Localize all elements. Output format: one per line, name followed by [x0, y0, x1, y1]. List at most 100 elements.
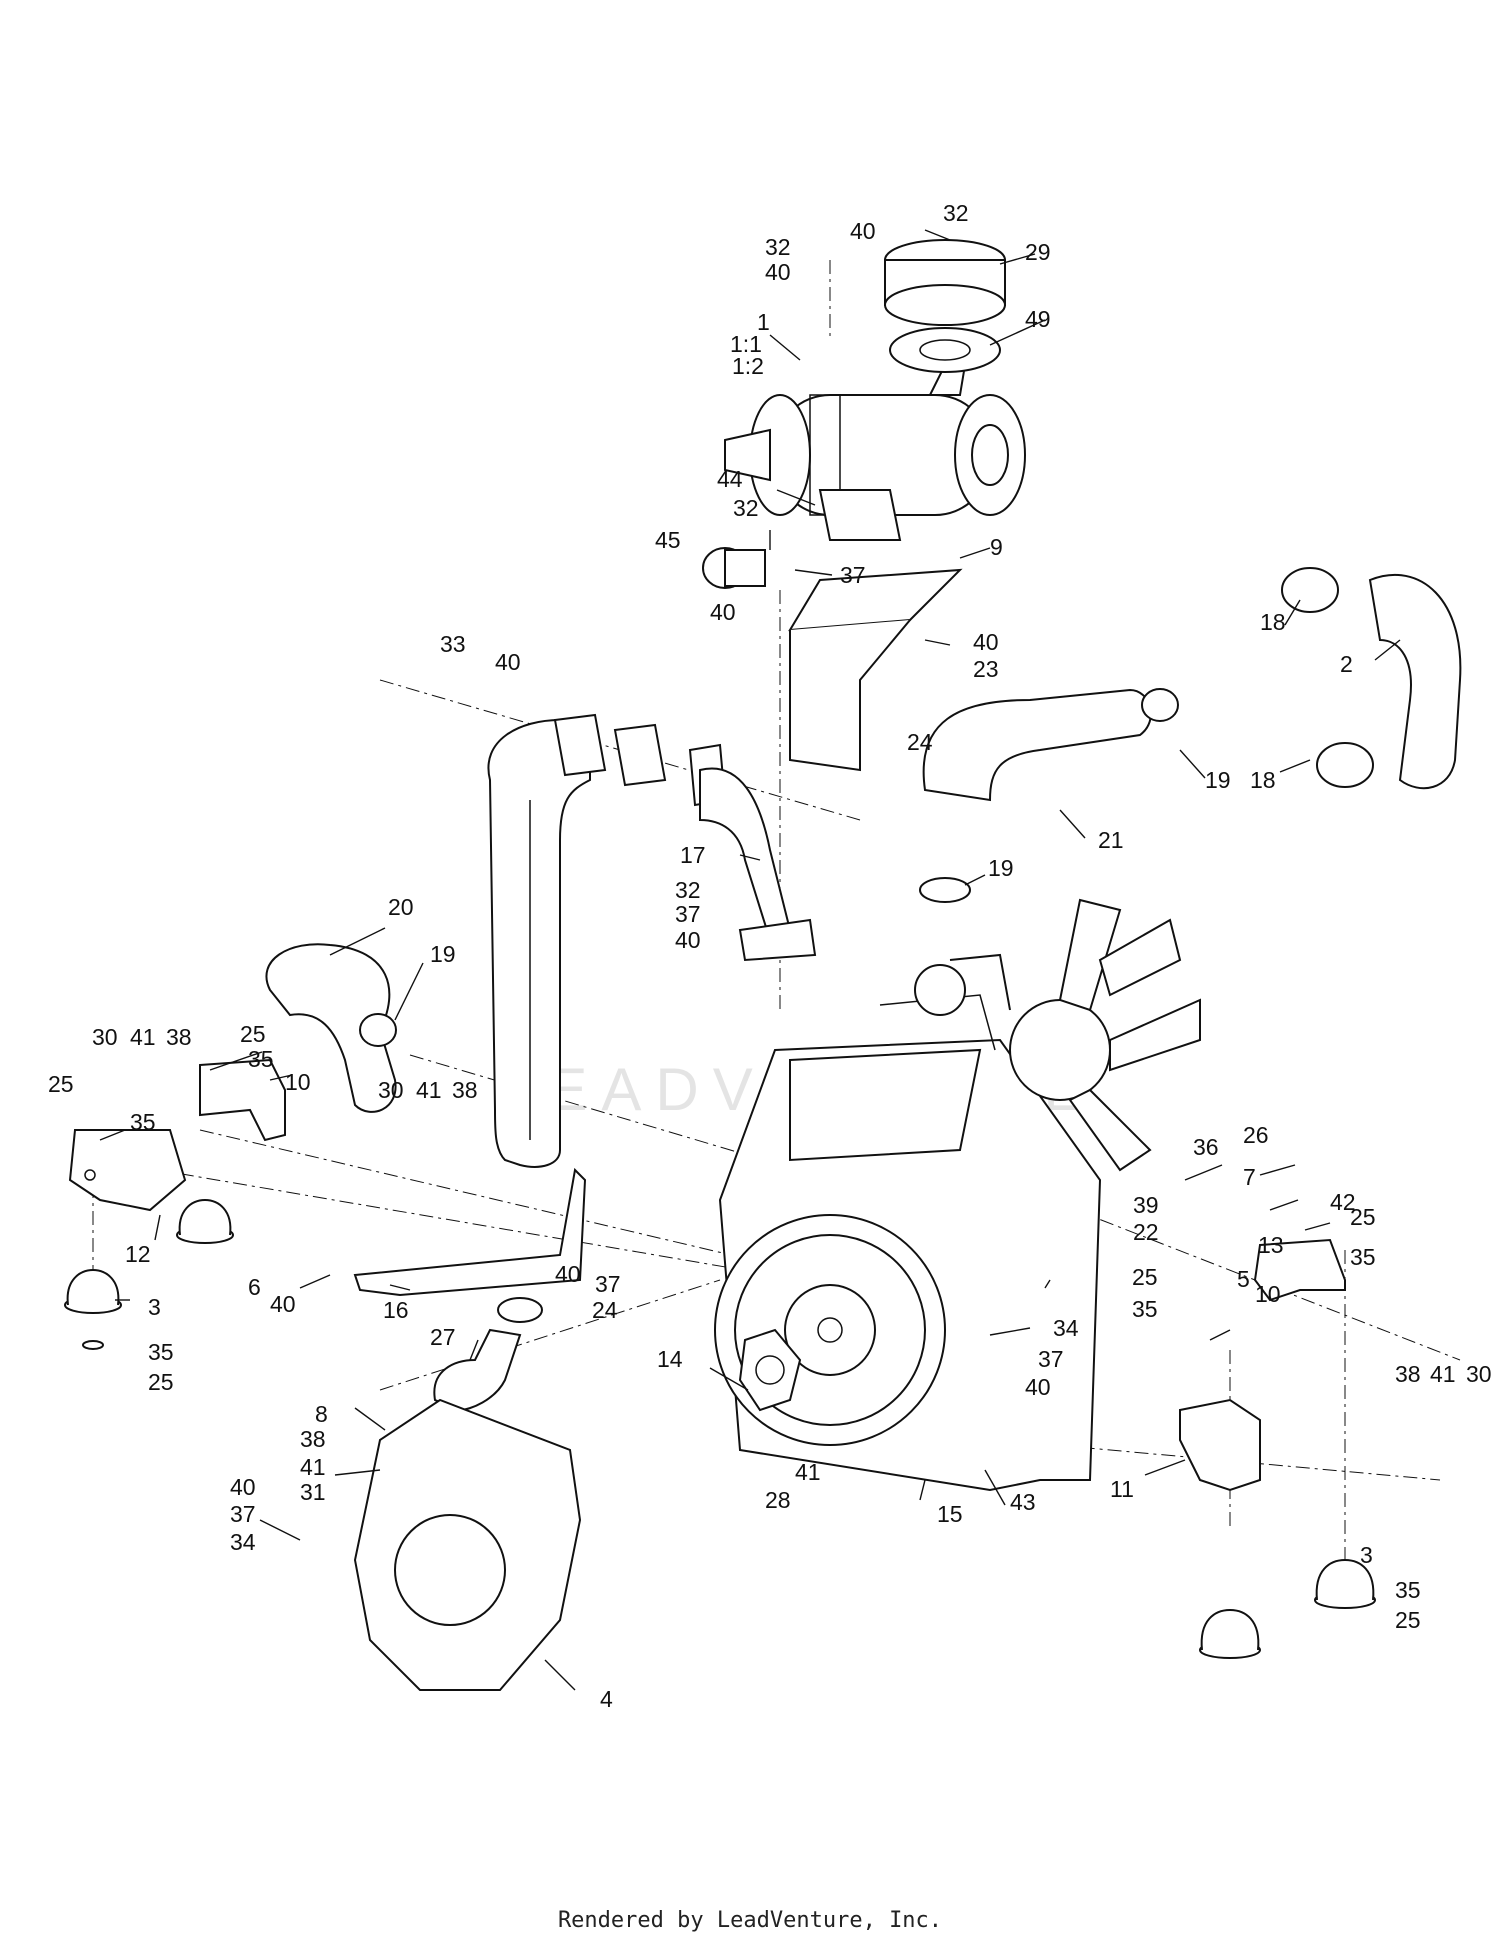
- engine-bracket-10-right: [1253, 1238, 1346, 1302]
- callout-label: 10: [285, 1069, 311, 1095]
- callout-label: 11: [1110, 1476, 1134, 1502]
- callout-label: 30: [1466, 1361, 1492, 1387]
- callout-label: 35: [130, 1109, 156, 1135]
- callout-label: 40: [555, 1261, 581, 1287]
- gasket-49: [889, 327, 1001, 373]
- callout-label: 1:1: [730, 331, 762, 357]
- callout-label: 9: [990, 534, 1003, 560]
- callout-label: 41: [130, 1024, 156, 1050]
- callout-label: 25: [48, 1071, 74, 1097]
- hose-clamp-18-bottom: [1316, 742, 1374, 788]
- callout-label: 30: [378, 1077, 404, 1103]
- callout-label: 29: [1025, 239, 1051, 265]
- callout-label: 41: [795, 1459, 821, 1485]
- iso-mount-3-left: [64, 1268, 122, 1350]
- precleaner-cap: [884, 239, 1006, 326]
- callout-label: 25: [1395, 1607, 1421, 1633]
- callout-label: 35: [148, 1339, 174, 1365]
- callout-label: 4: [600, 1686, 613, 1712]
- callout-label: 13: [1258, 1232, 1284, 1258]
- callout-label: 40: [973, 629, 999, 655]
- callout-label: 6: [248, 1274, 261, 1300]
- iso-mount-right-2: [1199, 1608, 1261, 1659]
- callout-label: 20: [388, 894, 414, 920]
- callout-label: 16: [383, 1297, 409, 1323]
- engine-bracket-11: [1179, 1398, 1261, 1492]
- callout-label: 24: [907, 729, 933, 755]
- callout-label: 10: [1255, 1281, 1281, 1307]
- callout-label: 3: [148, 1294, 161, 1320]
- coupling-14: [738, 1328, 802, 1412]
- callout-label: 14: [657, 1346, 683, 1372]
- restriction-indicator-45: [702, 547, 766, 589]
- callout-label: 36: [1193, 1134, 1219, 1160]
- callout-label: 32: [765, 234, 791, 260]
- callout-label: 21: [1098, 827, 1124, 853]
- engine-bracket-10-left: [199, 1058, 286, 1142]
- callout-label: 22: [1133, 1219, 1159, 1245]
- callout-label: 18: [1250, 767, 1276, 793]
- callout-label: 7: [1243, 1164, 1256, 1190]
- callout-label: 33: [440, 631, 466, 657]
- callout-label: 35: [1350, 1244, 1376, 1270]
- callouts: 32 40 32 40 29 1 1:1 1:2 49 44 32 45 37 …: [48, 200, 1492, 1712]
- callout-label: 38: [300, 1426, 326, 1452]
- callout-label: 41: [1430, 1361, 1456, 1387]
- elbow-27: [433, 1297, 543, 1412]
- callout-label: 3: [1360, 1542, 1373, 1568]
- callout-label: 37: [1038, 1346, 1064, 1372]
- callout-label: 19: [1205, 767, 1231, 793]
- callout-label: 41: [300, 1454, 326, 1480]
- footer-credit: Rendered by LeadVenture, Inc.: [557, 1908, 943, 1933]
- callout-label: 49: [1025, 306, 1051, 332]
- callout-label: 25: [1350, 1204, 1376, 1230]
- callout-label: 5: [1237, 1266, 1250, 1292]
- callout-label: 32: [675, 877, 701, 903]
- flywheel-housing-4: [353, 1398, 582, 1691]
- callout-label: 42: [1330, 1189, 1356, 1215]
- callout-label: 30: [92, 1024, 118, 1050]
- callout-label: 15: [937, 1501, 963, 1527]
- callout-label: 37: [230, 1501, 256, 1527]
- fan: [1009, 898, 1201, 1172]
- callout-label: 40: [710, 599, 736, 625]
- callout-label: 19: [430, 941, 456, 967]
- callout-label: 35: [1395, 1577, 1421, 1603]
- callout-label: 24: [592, 1297, 618, 1323]
- engine-bracket-16: [353, 1167, 587, 1297]
- callout-label: 12: [125, 1241, 151, 1267]
- air-cleaner: [724, 364, 1026, 516]
- intake-hose-2: [1368, 574, 1462, 790]
- leader-lines: [99, 229, 1401, 1691]
- callout-label: 23: [973, 656, 999, 682]
- callout-label: 40: [850, 218, 876, 244]
- callout-label: 37: [675, 901, 701, 927]
- callout-label: 25: [1132, 1264, 1158, 1290]
- iso-mount-left-2: [176, 1198, 234, 1244]
- callout-label: 35: [1132, 1296, 1158, 1322]
- callout-label: 26: [1243, 1122, 1269, 1148]
- hose-clamp-18-top: [1281, 567, 1339, 613]
- callout-label: 25: [148, 1369, 174, 1395]
- callout-label: 35: [248, 1046, 274, 1072]
- flywheel: [714, 1214, 946, 1446]
- callout-label: 25: [240, 1021, 266, 1047]
- iso-mount-3-right: [1314, 1558, 1376, 1609]
- callout-label: 38: [452, 1077, 478, 1103]
- callout-label: 2: [1340, 651, 1353, 677]
- callout-label: 40: [765, 259, 791, 285]
- callout-label: 17: [680, 842, 706, 868]
- air-cleaner-bracket-9: [788, 568, 963, 772]
- callout-label: 38: [1395, 1361, 1421, 1387]
- intake-hose-21: [922, 688, 1152, 802]
- callout-label: 37: [840, 562, 866, 588]
- callout-label: 39: [1133, 1192, 1159, 1218]
- callout-label: 41: [416, 1077, 442, 1103]
- callout-label: 27: [430, 1324, 456, 1350]
- hose-clamp-19-b: [359, 1013, 397, 1047]
- callout-label: 34: [230, 1529, 256, 1555]
- callout-label: 1: [757, 309, 770, 335]
- mount-bracket-44: [818, 489, 902, 541]
- callout-label: 44: [717, 466, 743, 492]
